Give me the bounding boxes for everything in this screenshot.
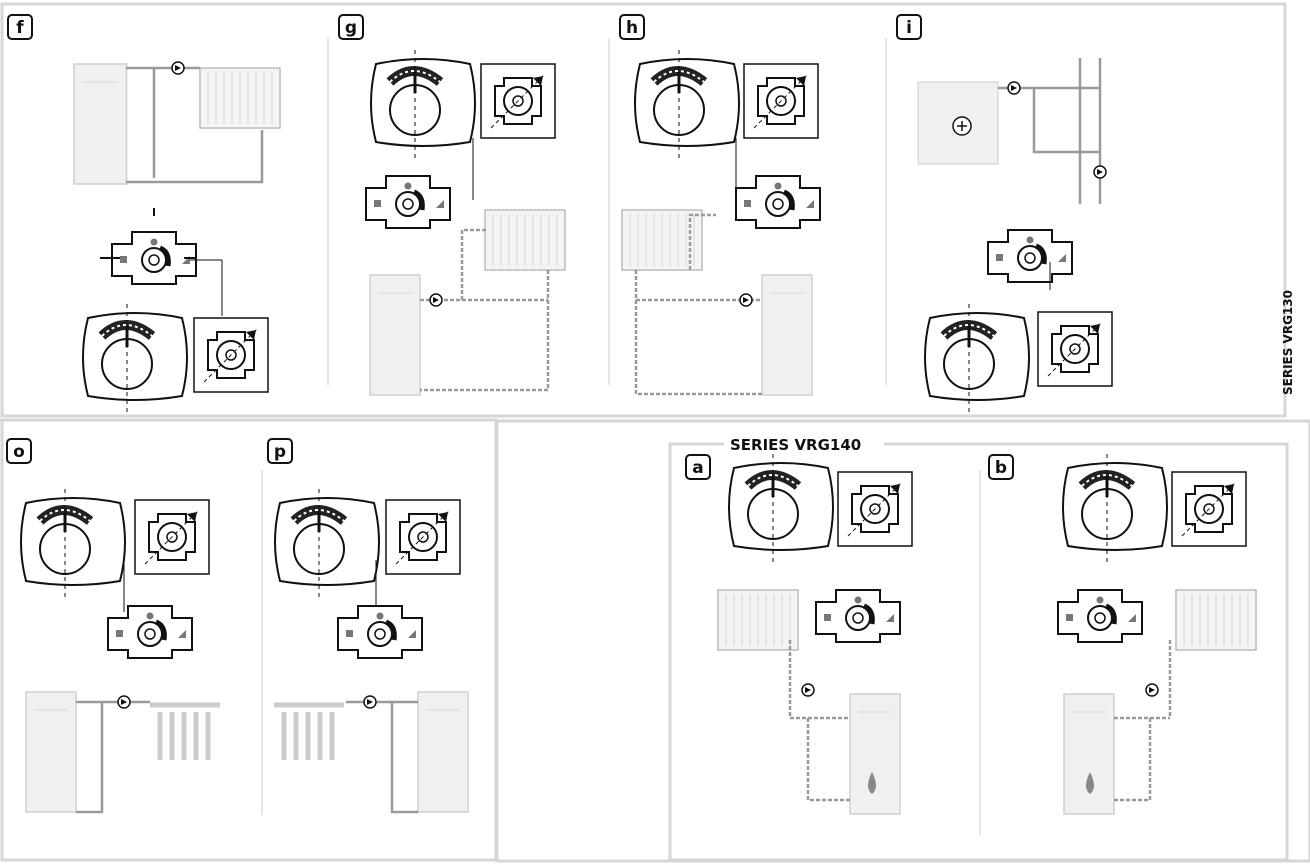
series-vrg130-title: SERIES VRG130 bbox=[1281, 290, 1295, 395]
svg-text:o: o bbox=[13, 442, 25, 462]
pump-icon bbox=[363, 695, 377, 709]
panel-label-b: b bbox=[988, 454, 1014, 480]
panel-b bbox=[1058, 454, 1257, 815]
boiler-icon bbox=[417, 691, 469, 813]
mixing-valve-icon bbox=[366, 176, 450, 228]
svg-text:g: g bbox=[345, 18, 357, 38]
svg-text:p: p bbox=[274, 442, 286, 462]
mixing-valve-icon bbox=[1058, 590, 1142, 642]
actuator-icon bbox=[83, 304, 187, 416]
mixing-valve-icon bbox=[112, 232, 196, 284]
panel-label-o: o bbox=[6, 438, 32, 464]
valve-dial-icon bbox=[480, 63, 556, 139]
panel-p bbox=[274, 489, 469, 814]
boiler-icon bbox=[761, 274, 813, 396]
actuator-icon bbox=[21, 489, 125, 601]
panel-g bbox=[366, 50, 566, 396]
pump-icon bbox=[1093, 165, 1107, 179]
svg-text:b: b bbox=[995, 458, 1007, 478]
valve-dial-icon bbox=[193, 317, 269, 393]
panel-label-g: g bbox=[338, 14, 364, 40]
pump-icon bbox=[117, 695, 131, 709]
radiator-icon bbox=[484, 209, 566, 271]
frame-top bbox=[0, 2, 1287, 418]
boiler-icon bbox=[73, 63, 128, 185]
boiler-icon bbox=[849, 693, 901, 815]
svg-text:i: i bbox=[906, 18, 912, 38]
radiator-icon bbox=[717, 589, 799, 651]
panel-label-p: p bbox=[267, 438, 293, 464]
mixing-valve-icon bbox=[108, 606, 192, 658]
radiator-icon bbox=[199, 67, 281, 129]
panel-label-f: f bbox=[7, 14, 33, 40]
svg-text:h: h bbox=[626, 18, 638, 38]
panel-i bbox=[917, 58, 1113, 416]
boiler-icon bbox=[1063, 693, 1115, 815]
valve-dial-icon bbox=[134, 499, 210, 575]
frame-vrg140 bbox=[668, 442, 1289, 862]
svg-text:a: a bbox=[692, 458, 703, 478]
panel-label-a: a bbox=[685, 454, 711, 480]
pump-icon bbox=[801, 683, 815, 697]
valve-dial-icon bbox=[1037, 311, 1113, 387]
pump-icon bbox=[171, 61, 185, 75]
svg-text:f: f bbox=[16, 18, 24, 38]
actuator-icon bbox=[925, 304, 1029, 416]
panel-o bbox=[21, 489, 220, 814]
valve-dial-icon bbox=[743, 63, 819, 139]
valve-dial-icon bbox=[1171, 471, 1247, 547]
pump-icon bbox=[429, 293, 443, 307]
panel-f bbox=[73, 61, 281, 416]
actuator-icon bbox=[729, 454, 833, 566]
mixing-valve-icon bbox=[338, 606, 422, 658]
boiler-icon bbox=[369, 274, 421, 396]
actuator-icon bbox=[635, 50, 739, 162]
panel-label-i: i bbox=[896, 14, 922, 40]
pump-icon bbox=[1145, 683, 1159, 697]
mixing-valve-icon bbox=[988, 230, 1072, 282]
mixing-valve-icon bbox=[736, 176, 820, 228]
actuator-icon bbox=[1063, 454, 1167, 566]
series-vrg140-title: SERIES VRG140 bbox=[730, 436, 861, 454]
panel-a bbox=[717, 454, 913, 815]
panel-label-h: h bbox=[619, 14, 645, 40]
valve-dial-icon bbox=[837, 471, 913, 547]
flame-icon bbox=[1086, 772, 1094, 794]
valve-dial-icon bbox=[385, 499, 461, 575]
mixing-valve-icon bbox=[816, 590, 900, 642]
boiler-icon bbox=[25, 691, 77, 813]
panel-h bbox=[621, 50, 820, 396]
actuator-icon bbox=[275, 489, 379, 601]
pump-icon bbox=[1007, 81, 1021, 95]
radiator-icon bbox=[1175, 589, 1257, 651]
pump-icon bbox=[739, 293, 753, 307]
actuator-icon bbox=[371, 50, 475, 162]
flame-icon bbox=[868, 772, 876, 794]
